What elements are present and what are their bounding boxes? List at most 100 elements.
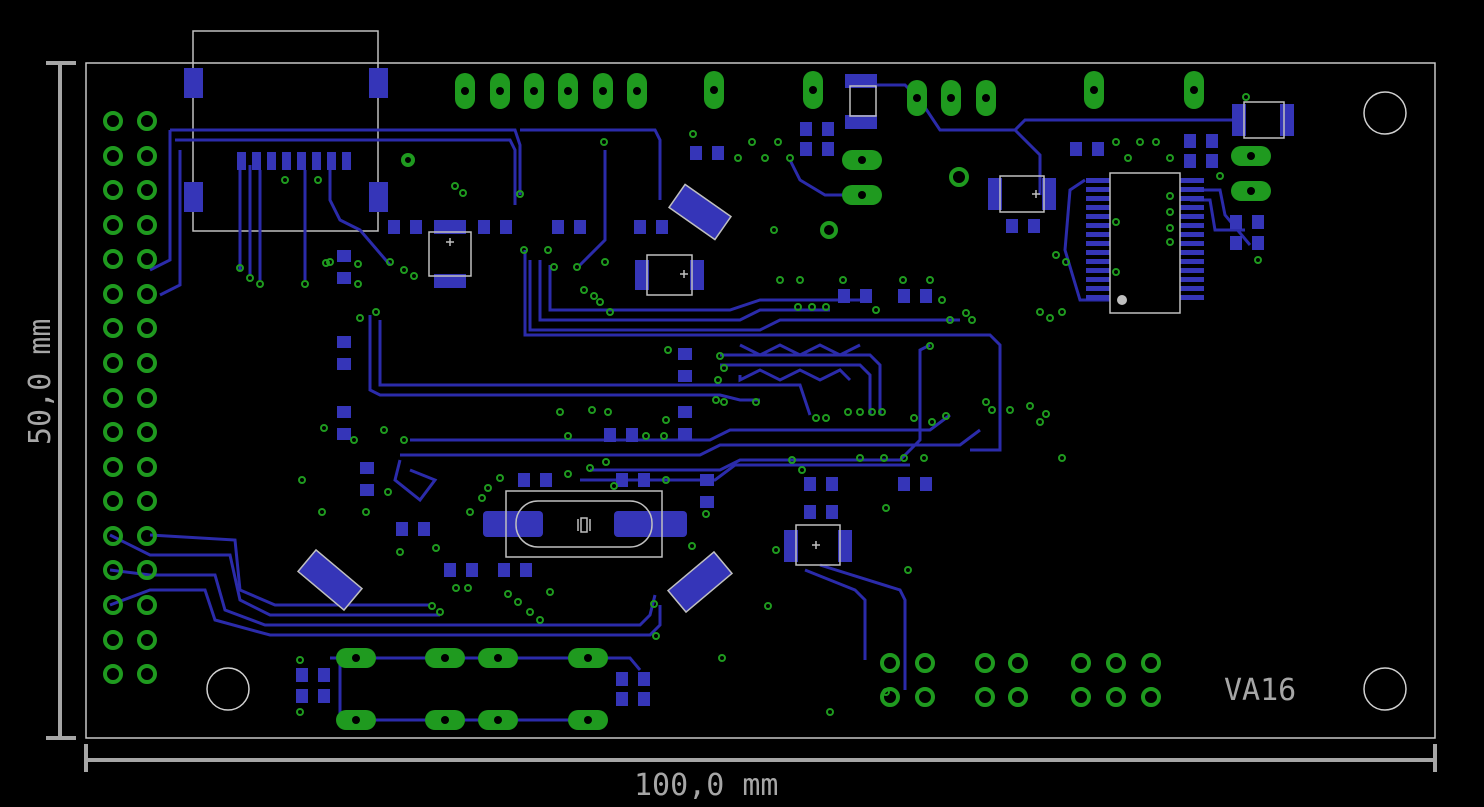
via (822, 414, 830, 422)
via (604, 408, 612, 416)
via (602, 458, 610, 466)
via (1166, 192, 1174, 200)
via (1254, 256, 1262, 264)
via (910, 414, 918, 422)
polarity-markers (446, 190, 1040, 549)
dimension-width-label: 100,0 mm (634, 768, 779, 803)
via (536, 616, 544, 624)
usb-shield-pad (369, 68, 388, 98)
via (556, 408, 564, 416)
ic-pins (1086, 178, 1204, 300)
via (526, 608, 534, 616)
via (798, 466, 806, 474)
via (452, 584, 460, 592)
via (590, 292, 598, 300)
via (968, 316, 976, 324)
via (1058, 454, 1066, 462)
via (938, 296, 946, 304)
via (718, 654, 726, 662)
via (662, 476, 670, 484)
via (1166, 154, 1174, 162)
mounting-hole (206, 667, 250, 711)
via (1042, 410, 1050, 418)
via (900, 454, 908, 462)
via (1112, 218, 1120, 226)
via (662, 416, 670, 424)
via (1166, 224, 1174, 232)
resistor-vertical (337, 250, 714, 508)
via (716, 352, 724, 360)
via (496, 474, 504, 482)
via (550, 263, 558, 271)
through-hole-pads (103, 111, 1161, 707)
via (1112, 268, 1120, 276)
via (650, 600, 658, 608)
via (856, 408, 864, 416)
via (464, 584, 472, 592)
via (520, 246, 528, 254)
via (770, 226, 778, 234)
oval-pads (336, 71, 1271, 730)
via (904, 566, 912, 574)
via-group (236, 93, 1262, 716)
via (1216, 172, 1224, 180)
board-outline (85, 62, 1436, 739)
via (788, 456, 796, 464)
via (318, 508, 326, 516)
via (1242, 93, 1250, 101)
via (298, 476, 306, 484)
via (396, 548, 404, 556)
via (478, 494, 486, 502)
via (372, 308, 380, 316)
via (982, 398, 990, 406)
via (596, 298, 604, 306)
via (702, 510, 710, 518)
via (920, 454, 928, 462)
via (776, 276, 784, 284)
via (606, 308, 614, 316)
board-name-label: VA16 (1224, 673, 1296, 708)
via (761, 154, 769, 162)
via (384, 488, 392, 496)
via (878, 408, 886, 416)
via (1112, 138, 1120, 146)
via (466, 508, 474, 516)
via (1052, 251, 1060, 259)
via (882, 504, 890, 512)
via (354, 280, 362, 288)
oval-pad-holes (352, 86, 1255, 724)
via (1006, 406, 1014, 414)
via (601, 258, 609, 266)
via (664, 346, 672, 354)
dimension-vertical (46, 61, 76, 740)
via (772, 546, 780, 554)
dimension-height-label: 50,0 mm (23, 319, 58, 445)
via (712, 396, 720, 404)
via (764, 602, 772, 610)
via (588, 406, 596, 414)
via (720, 398, 728, 406)
via (301, 280, 309, 288)
via (899, 276, 907, 284)
via (880, 454, 888, 462)
via (748, 138, 756, 146)
via (734, 154, 742, 162)
ic-outline (1109, 172, 1181, 314)
via (642, 432, 650, 440)
via (689, 130, 697, 138)
via (794, 303, 802, 311)
via (872, 306, 880, 314)
via (564, 470, 572, 478)
via (774, 138, 782, 146)
via (926, 342, 934, 350)
via (1058, 308, 1066, 316)
via (564, 432, 572, 440)
via (314, 176, 322, 184)
via (652, 632, 660, 640)
via (988, 406, 996, 414)
via (362, 508, 370, 516)
via (1166, 208, 1174, 216)
via (826, 708, 834, 716)
via (1036, 418, 1044, 426)
